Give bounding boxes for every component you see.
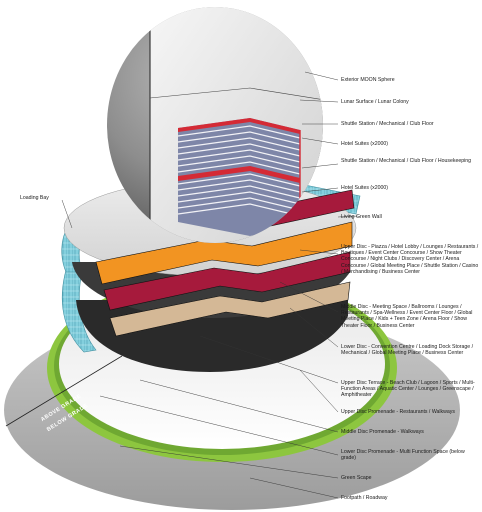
label-upper-disc-terrace: Upper Disc Terrace - Beach Club / Lagoon…	[341, 380, 475, 399]
grade-line	[5, 355, 123, 427]
label-hotel-suites-bottom: Hotel Suites (x2000)	[341, 185, 388, 191]
label-middle-disc-promenade: Middle Disc Promenade - Walkways	[341, 429, 424, 435]
hotel-tower	[177, 118, 301, 236]
lower-disc-floor	[109, 281, 351, 337]
label-footpath: Footpath / Roadway	[341, 495, 388, 501]
label-shuttle-station-top: Shuttle Station / Mechanical / Club Floo…	[341, 121, 434, 127]
label-hotel-suites-top: Hotel Suites (x2000)	[341, 141, 388, 147]
middle-disc-floor	[103, 251, 351, 311]
label-shuttle-station-mid: Shuttle Station / Mechanical / Club Floo…	[341, 158, 472, 164]
hotel-floor-stripes	[177, 125, 301, 217]
label-living-green-wall: Living Green Wall	[341, 214, 382, 220]
label-exterior-moon-sphere: Exterior MOON Sphere	[341, 77, 395, 83]
label-lower-disc: Lower Disc - Convention Centre / Loading…	[341, 344, 474, 357]
label-lower-disc-promenade: Lower Disc Promenade - Multi Function Sp…	[341, 449, 465, 462]
label-loading-bay: Loading Bay	[20, 195, 49, 201]
label-upper-disc: Upper Disc - Piazza / Hotel Lobby / Loun…	[341, 244, 479, 275]
lunar-surface-plane	[149, 87, 323, 101]
shuttle-station-band-mid	[178, 166, 300, 183]
shuttle-station-band-top	[178, 118, 300, 134]
label-upper-disc-promenade: Upper Disc Promenade - Restaurants / Wal…	[341, 409, 455, 415]
label-lunar-surface: Lunar Surface / Lunar Colony	[341, 99, 409, 105]
label-green-scape: Green Scape	[341, 475, 372, 481]
label-middle-disc: Middle Disc - Meeting Space / Ballrooms …	[341, 304, 473, 329]
leader-lines	[61, 71, 359, 499]
